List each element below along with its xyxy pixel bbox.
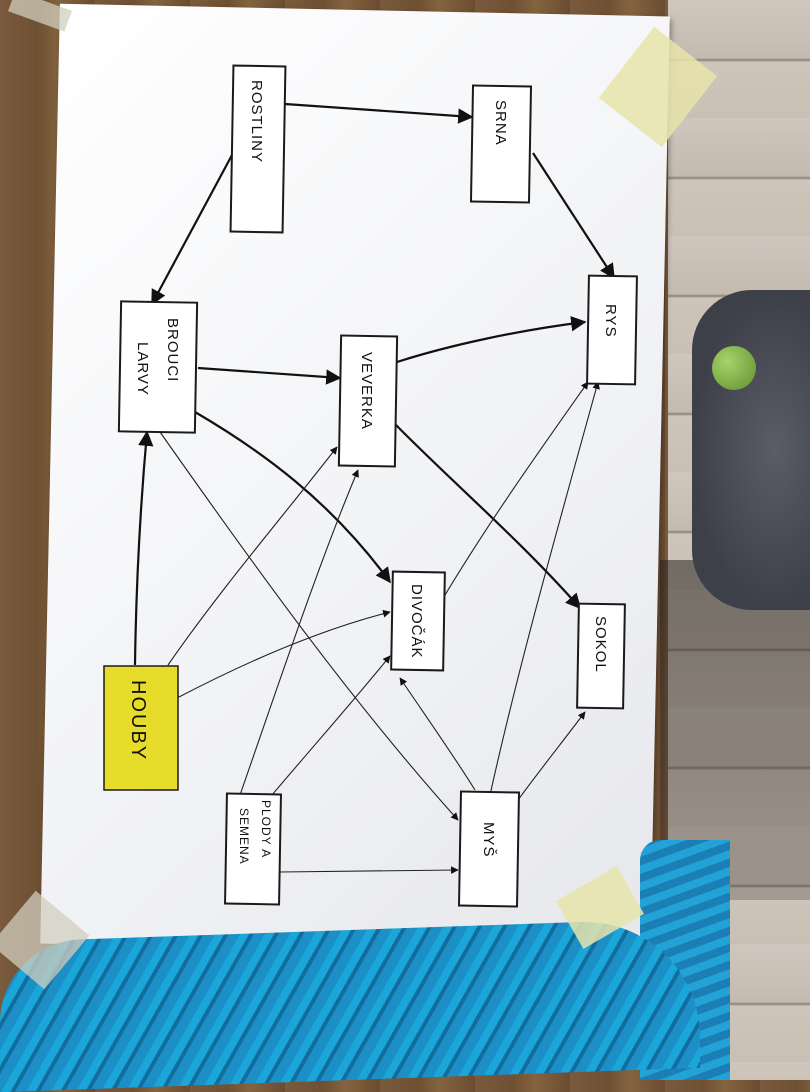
arrow-rostliny-brouci [151,154,233,306]
label-rys: RYS [602,304,619,338]
arrow-plody-veverka [239,469,359,796]
arrow-brouci-veverka [197,366,342,385]
node-brouci-larvy: BROUCI LARVY [117,300,199,434]
arrow-larvy-divocak [194,411,391,584]
label-brouci: BROUCI [164,318,181,382]
node-divocak: DIVOČÁK [390,570,446,672]
arrow-plody-mys [279,866,459,874]
label-veverka: VEVERKA [358,352,375,430]
node-plody-semena: PLODY A SEMENA [224,792,282,906]
arrow-veverka-sokol [395,424,582,610]
arrow-houby-larvy [133,430,154,666]
node-sokol: SOKOL [576,602,626,710]
label-houby: HOUBY [127,680,149,761]
node-srna: SRNA [469,84,533,204]
gray-jacket [692,290,810,610]
label-semena: SEMENA [237,808,251,865]
label-mys: MYŠ [480,822,497,858]
arrow-srna-rys [532,152,615,280]
thin-arrows [159,381,600,874]
arrow-mys-divocak [399,677,476,791]
arrow-houby-divocak [176,609,391,699]
green-ball [712,346,756,390]
node-rys: RYS [586,274,638,386]
label-larvy: LARVY [134,342,151,396]
bold-arrows [133,102,615,666]
arrow-larvy-mys [159,431,459,821]
node-houby: HOUBY [103,665,179,791]
arrow-mys-sokol [517,711,586,801]
node-mys: MYŠ [457,790,521,908]
arrow-rostliny-srna [284,102,474,124]
label-srna: SRNA [492,100,509,146]
arrow-houby-veverka [167,446,338,666]
label-plody: PLODY A [259,800,273,858]
arrow-veverka-rys [396,316,587,364]
node-veverka: VEVERKA [337,334,399,468]
arrow-plody-divocak [271,655,391,796]
arrow-mys-rys [489,381,600,796]
label-sokol: SOKOL [592,616,609,673]
label-divocak: DIVOČÁK [408,584,425,659]
node-rostliny: ROSTLINY [229,64,287,234]
arrow-divocak-rys [441,381,589,601]
label-rostliny: ROSTLINY [248,80,265,163]
